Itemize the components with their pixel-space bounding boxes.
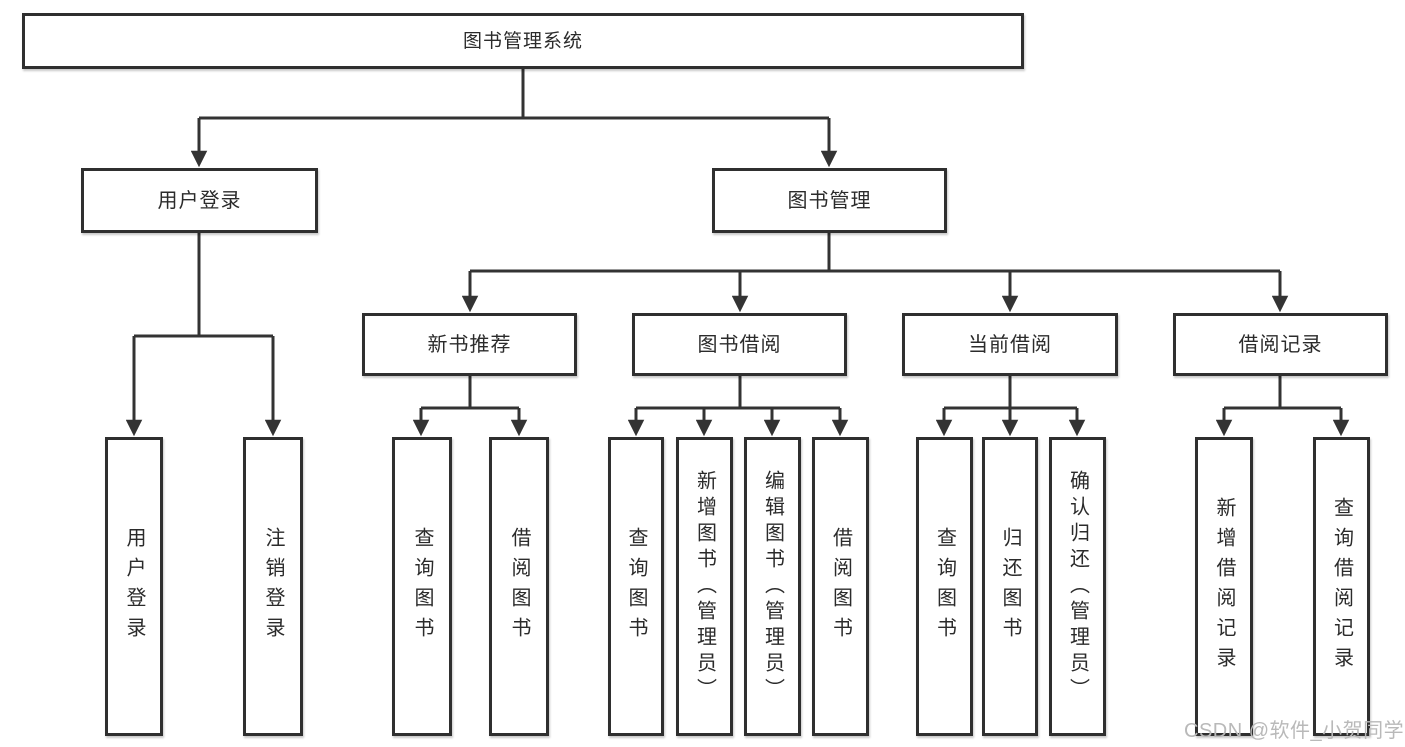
node-leaf-br-query-record: 查询借阅记录: [1313, 437, 1370, 736]
node-leaf-cb-confirm-return-admin: 确认归还（管理员）: [1049, 437, 1106, 736]
node-book-management-label: 图书管理: [787, 189, 872, 212]
node-borrow-records-label: 借阅记录: [1238, 333, 1323, 356]
node-leaf-cb-query-books-label: 查询图书: [933, 526, 956, 647]
node-book-management: 图书管理: [712, 168, 947, 233]
user-login-branch-line: [134, 233, 273, 338]
book-management-branch-line: [470, 233, 1280, 273]
node-leaf-nbr-query-books-label: 查询图书: [411, 526, 433, 647]
node-leaf-cb-confirm-return-admin-label: 确认归还（管理员）: [1066, 469, 1089, 704]
node-leaf-nbr-borrow-books: 借阅图书: [489, 437, 549, 736]
node-leaf-bb-add-books-admin-label: 新增图书（管理员）: [693, 469, 716, 704]
node-leaf-user-login: 用户登录: [105, 437, 163, 736]
current-borrow-branch-line: [944, 376, 1077, 410]
node-leaf-br-add-record: 新增借阅记录: [1195, 437, 1253, 736]
node-root-label: 图书管理系统: [462, 30, 583, 52]
node-leaf-bb-query-books: 查询图书: [608, 437, 664, 736]
node-current-borrow-label: 当前借阅: [968, 333, 1052, 356]
book-borrow-branch-line: [636, 376, 840, 410]
node-leaf-nbr-borrow-books-label: 借阅图书: [508, 526, 530, 647]
node-user-login-label: 用户登录: [157, 189, 242, 212]
node-leaf-cb-return-books: 归还图书: [982, 437, 1038, 736]
node-leaf-bb-edit-books-admin-label: 编辑图书（管理员）: [761, 469, 784, 704]
borrow-records-branch-line: [1224, 376, 1341, 410]
node-leaf-bb-borrow-books: 借阅图书: [812, 437, 869, 736]
node-current-borrow: 当前借阅: [902, 313, 1118, 376]
node-leaf-nbr-query-books: 查询图书: [392, 437, 452, 736]
node-leaf-logout: 注销登录: [243, 437, 303, 736]
csdn-watermark: CSDN @软件_小贺同学: [1184, 720, 1405, 742]
node-leaf-bb-borrow-books-label: 借阅图书: [829, 526, 852, 647]
node-leaf-bb-query-books-label: 查询图书: [625, 526, 647, 647]
node-leaf-bb-edit-books-admin: 编辑图书（管理员）: [744, 437, 801, 736]
node-leaf-br-add-record-label: 新增借阅记录: [1213, 496, 1235, 677]
node-book-borrow-label: 图书借阅: [697, 333, 782, 356]
node-leaf-br-query-record-label: 查询借阅记录: [1330, 496, 1353, 677]
node-leaf-cb-return-books-label: 归还图书: [999, 526, 1021, 647]
node-user-login: 用户登录: [81, 168, 318, 233]
node-leaf-user-login-label: 用户登录: [123, 526, 145, 647]
root-branch-line: [199, 69, 829, 120]
node-borrow-records: 借阅记录: [1173, 313, 1388, 376]
node-leaf-logout-label: 注销登录: [262, 526, 284, 647]
node-new-book-recommend-label: 新书推荐: [427, 333, 512, 356]
node-book-borrow: 图书借阅: [632, 313, 847, 376]
node-leaf-bb-add-books-admin: 新增图书（管理员）: [676, 437, 733, 736]
node-leaf-cb-query-books: 查询图书: [916, 437, 973, 736]
node-new-book-recommend: 新书推荐: [362, 313, 577, 376]
node-root-library-management-system: 图书管理系统: [22, 13, 1024, 69]
new-book-recommend-branch-line: [421, 376, 519, 410]
